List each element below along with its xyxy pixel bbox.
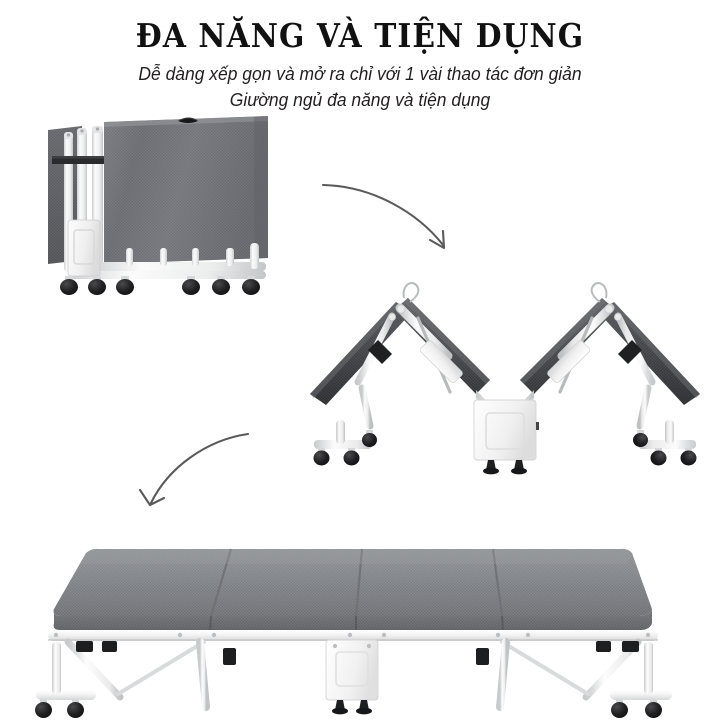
- subtitle-line-2: Giường ngủ đa năng và tiện dụng: [229, 90, 491, 110]
- carry-handle-icon: [178, 117, 198, 123]
- caster: [242, 276, 260, 295]
- caster-assembly-left: [35, 642, 96, 718]
- caster: [116, 276, 134, 295]
- page-title: ĐA NĂNG VÀ TIỆN DỤNG: [135, 16, 585, 55]
- caster: [67, 699, 84, 718]
- caster: [88, 276, 106, 295]
- center-hub: [473, 390, 539, 475]
- caster: [182, 276, 200, 295]
- control-box: [67, 219, 101, 277]
- folded-bed-illustration: [40, 108, 300, 308]
- half-folded-bed-illustration: [300, 272, 710, 487]
- caster: [680, 448, 697, 466]
- rubber-foot: [511, 460, 527, 475]
- subtitle-line-1: Dễ dàng xếp gọn và mở ra chỉ với 1 vài t…: [138, 64, 582, 84]
- caster: [35, 699, 52, 718]
- caster: [343, 448, 360, 466]
- flow-arrow-folded-to-half: [318, 168, 478, 268]
- pull-strap-right: [590, 282, 608, 303]
- center-hub: [325, 639, 379, 715]
- caster: [611, 699, 628, 718]
- caster: [645, 699, 662, 718]
- caster: [362, 430, 377, 447]
- leg-right: [633, 380, 697, 466]
- header: ĐA NĂNG VÀ TIỆN DỤNG Dễ dàng xếp gọn và …: [0, 0, 720, 113]
- leg-left: [313, 380, 377, 466]
- white-frame-rail: [48, 630, 658, 641]
- velcro-strap-left: [368, 340, 392, 364]
- rubber-foot: [356, 700, 372, 715]
- casters: [60, 276, 260, 295]
- left-wing: [310, 282, 490, 466]
- unfolded-bed-illustration: [28, 522, 700, 718]
- mattress-sections: [53, 548, 653, 631]
- caster: [650, 448, 667, 466]
- caster: [212, 276, 230, 295]
- frame-braces: [64, 638, 642, 711]
- caster: [633, 430, 648, 447]
- flow-arrow-half-to-unfolded: [128, 424, 288, 524]
- right-wing: [520, 282, 700, 466]
- mattress-panel-front: [104, 116, 268, 264]
- pull-strap-left: [402, 282, 420, 303]
- caster: [313, 448, 330, 466]
- caster-assembly-right: [610, 642, 672, 718]
- rubber-foot: [483, 460, 499, 475]
- caster: [60, 276, 78, 295]
- velcro-strap-right: [618, 340, 642, 364]
- velcro-strap: [52, 156, 110, 164]
- rubber-foot: [332, 700, 348, 715]
